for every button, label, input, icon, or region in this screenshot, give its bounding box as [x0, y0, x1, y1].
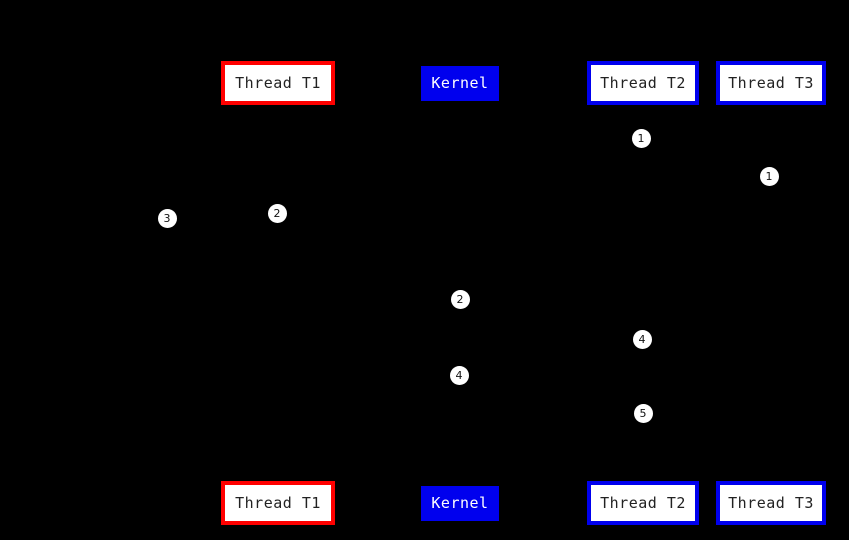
message-arrow-t2-to-t1: [278, 213, 643, 214]
message-arrow-kernel-to-t2: [460, 339, 643, 340]
participant-label-thread-t3-bottom: Thread T3: [728, 493, 814, 512]
step-number: 3: [163, 211, 171, 225]
participant-label-kernel-bottom: Kernel: [431, 494, 489, 512]
participant-label-thread-t3-top: Thread T3: [728, 73, 814, 92]
step-number: 2: [456, 292, 464, 306]
lifeline-t3: [771, 105, 772, 481]
step-number: 4: [638, 332, 646, 346]
participant-box-kernel-top[interactable]: Kernel: [421, 66, 499, 101]
step-number: 2: [273, 206, 281, 220]
message-arrow-t3-to-t2: [643, 160, 771, 161]
step-marker: 4: [632, 329, 652, 349]
participant-box-thread-t2-top[interactable]: Thread T2: [587, 61, 699, 105]
lifeline-stub-t1: [276, 104, 281, 109]
participant-label-thread-t2-top: Thread T2: [600, 73, 686, 92]
message-arrow-t1-to-kernel: [278, 299, 460, 300]
step-marker: 2: [267, 203, 287, 223]
lifeline-t1: [278, 105, 279, 481]
participant-label-thread-t1-bottom: Thread T1: [235, 493, 321, 512]
lifeline-stub-t3: [769, 104, 774, 109]
participant-box-kernel-bottom[interactable]: Kernel: [421, 486, 499, 521]
participant-label-kernel-top: Kernel: [431, 74, 489, 92]
message-arrow-t1-self: [167, 218, 278, 219]
message-arrow-t2-to-kernel: [460, 375, 643, 376]
participant-label-thread-t1-top: Thread T1: [235, 73, 321, 92]
message-arrow-kernel-to-t2-final: [460, 413, 643, 414]
participant-box-thread-t3-bottom[interactable]: Thread T3: [716, 481, 826, 525]
participant-box-thread-t1-top[interactable]: Thread T1: [221, 61, 335, 105]
lifeline-stub-t2: [641, 104, 646, 109]
step-number: 1: [765, 169, 773, 183]
step-marker: 2: [450, 289, 470, 309]
step-marker: 1: [631, 128, 651, 148]
lifeline-t2: [643, 105, 644, 481]
step-marker: 4: [449, 365, 469, 385]
step-marker: 3: [157, 208, 177, 228]
participant-label-thread-t2-bottom: Thread T2: [600, 493, 686, 512]
step-marker: 1: [759, 166, 779, 186]
step-number: 5: [639, 406, 647, 420]
participant-box-thread-t2-bottom[interactable]: Thread T2: [587, 481, 699, 525]
participant-box-thread-t3-top[interactable]: Thread T3: [716, 61, 826, 105]
participant-box-thread-t1-bottom[interactable]: Thread T1: [221, 481, 335, 525]
step-number: 1: [637, 131, 645, 145]
step-marker: 5: [633, 403, 653, 423]
step-number: 4: [455, 368, 463, 382]
